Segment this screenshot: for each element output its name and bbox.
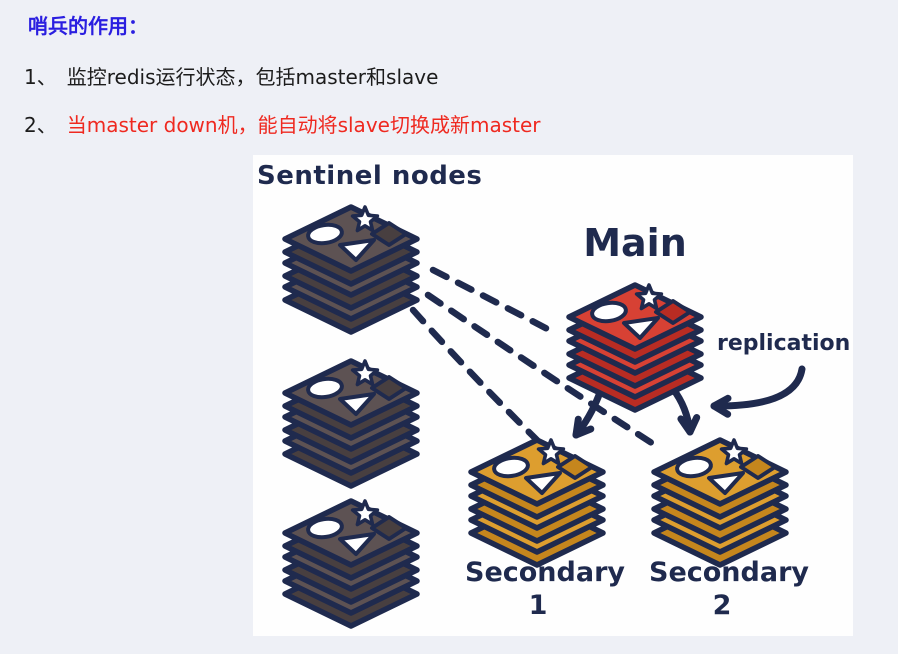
replication-arrow-head [710,394,732,418]
sentinel-to-main-dashed-link [429,266,559,337]
note-item-1-number: 1、 [24,65,57,89]
main-label: Main [583,221,687,265]
sentinel-architecture-diagram [282,204,806,629]
star-glyph [350,359,380,387]
rhombus-glyph [370,375,408,401]
ellipse-glyph [675,455,713,479]
star-glyph [634,283,664,311]
note-item-2: 2、当master down机，能自动将slave切换成新master [24,109,540,138]
replication-arrow [710,365,806,410]
ellipse-glyph [492,455,530,479]
secondary-2-word: Secondary [649,557,809,588]
triangle-glyph [707,471,745,495]
rhombus-glyph [739,454,777,480]
rhombus-glyph [556,454,594,480]
sentinel-to-secondary2-dashed-link [424,291,662,451]
triangle-glyph [338,238,376,262]
sentinel-1-redis-stack-icon [282,204,420,335]
ellipse-glyph [590,300,628,324]
star-glyph [350,205,380,233]
replication-label: replication [717,331,851,356]
sentinel-nodes-label: Sentinel nodes [257,161,483,191]
secondary-1-redis-stack-icon [468,437,606,568]
star-glyph [719,438,749,466]
secondary-2-label: Secondary 2 [649,556,809,622]
triangle-glyph [338,532,376,556]
sentinel-2-redis-stack-icon [282,358,420,489]
main-redis-stack-icon [566,282,704,413]
rhombus-glyph [370,221,408,247]
main-to-secondary1-arrow-head [572,415,595,439]
rhombus-glyph [370,515,408,541]
secondary-2-redis-stack-icon [651,437,789,568]
note-item-2-number: 2、 [24,113,57,137]
page-title: 哨兵的作用： [28,14,148,38]
rhombus-glyph [654,299,692,325]
note-item-1-text: 监控redis运行状态，包括master和slave [66,65,439,89]
triangle-glyph [338,392,376,416]
ellipse-glyph [306,376,344,400]
star-glyph [536,438,566,466]
secondary-1-label: Secondary 1 [465,556,625,622]
note-item-2-text: 当master down机，能自动将slave切换成新master [66,113,541,137]
star-glyph [350,499,380,527]
diagram-card: Sentinel nodes Main replication Secondar… [253,155,853,636]
secondary-1-word: Secondary [465,557,625,588]
sentinel-3-redis-stack-icon [282,498,420,629]
main-to-secondary2-arrow-head [677,414,701,436]
sentinel-to-secondary1-dashed-link [409,306,541,444]
note-item-1: 1、监控redis运行状态，包括master和slave [24,61,438,90]
ellipse-glyph [306,516,344,540]
secondary-1-number: 1 [528,590,548,621]
triangle-glyph [622,316,660,340]
secondary-2-number: 2 [712,590,732,621]
triangle-glyph [524,471,562,495]
ellipse-glyph [306,222,344,246]
